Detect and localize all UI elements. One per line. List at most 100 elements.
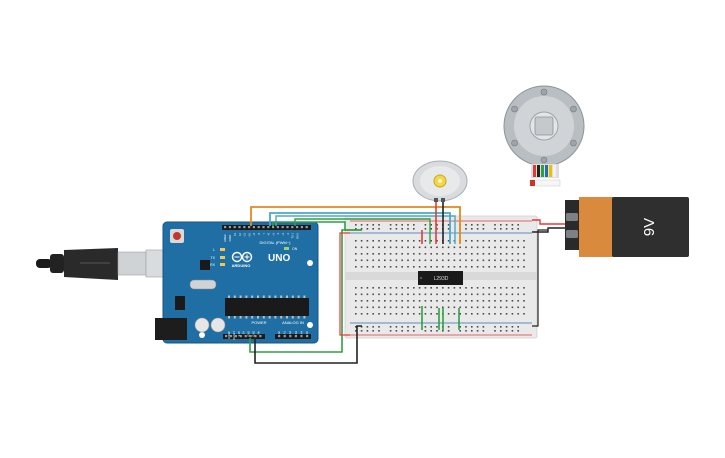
breadboard-hole[interactable] bbox=[366, 313, 369, 315]
digital-pin[interactable] bbox=[233, 226, 236, 229]
breadboard-hole[interactable] bbox=[360, 287, 363, 289]
rail-hole[interactable] bbox=[424, 228, 427, 230]
breadboard-hole[interactable] bbox=[476, 266, 479, 268]
rail-hole[interactable] bbox=[476, 224, 479, 226]
breadboard-hole[interactable] bbox=[401, 259, 403, 262]
rail-hole[interactable] bbox=[482, 330, 485, 332]
breadboard-hole[interactable] bbox=[453, 246, 456, 249]
breadboard-hole[interactable] bbox=[366, 246, 369, 249]
breadboard-hole[interactable] bbox=[465, 240, 467, 242]
breadboard-hole[interactable] bbox=[500, 259, 502, 262]
breadboard-hole[interactable] bbox=[418, 240, 421, 242]
breadboard-hole[interactable] bbox=[389, 240, 392, 242]
breadboard-hole[interactable] bbox=[494, 246, 496, 249]
breadboard-hole[interactable] bbox=[384, 266, 386, 268]
breadboard-hole[interactable] bbox=[366, 259, 369, 262]
breadboard-hole[interactable] bbox=[476, 306, 479, 309]
rail-hole[interactable] bbox=[355, 330, 357, 332]
breadboard-hole[interactable] bbox=[360, 266, 363, 268]
breadboard-hole[interactable] bbox=[413, 313, 415, 315]
breadboard-hole[interactable] bbox=[372, 240, 374, 242]
digital-pin[interactable] bbox=[291, 226, 294, 229]
breadboard-hole[interactable] bbox=[523, 300, 525, 302]
digital-pin[interactable] bbox=[300, 226, 303, 229]
breadboard-hole[interactable] bbox=[442, 306, 444, 309]
rail-hole[interactable] bbox=[500, 224, 502, 226]
breadboard-hole[interactable] bbox=[401, 240, 403, 242]
rail-hole[interactable] bbox=[500, 326, 502, 328]
breadboard-hole[interactable] bbox=[407, 306, 409, 309]
breadboard-hole[interactable] bbox=[459, 246, 461, 249]
rail-hole[interactable] bbox=[413, 330, 415, 332]
breadboard-hole[interactable] bbox=[459, 293, 461, 296]
breadboard-hole[interactable] bbox=[442, 246, 444, 249]
breadboard-hole[interactable] bbox=[378, 246, 380, 249]
breadboard-hole[interactable] bbox=[418, 306, 421, 309]
breadboard-hole[interactable] bbox=[378, 306, 380, 309]
breadboard-hole[interactable] bbox=[418, 246, 421, 249]
breadboard-hole[interactable] bbox=[372, 293, 374, 296]
breadboard-hole[interactable] bbox=[366, 306, 369, 309]
breadboard-hole[interactable] bbox=[413, 253, 415, 255]
breadboard-hole[interactable] bbox=[372, 259, 374, 262]
rail-hole[interactable] bbox=[366, 228, 369, 230]
rail-hole[interactable] bbox=[389, 326, 392, 328]
breadboard-hole[interactable] bbox=[407, 259, 409, 262]
breadboard-hole[interactable] bbox=[355, 259, 357, 262]
breadboard-hole[interactable] bbox=[395, 240, 398, 242]
rail-hole[interactable] bbox=[517, 228, 519, 230]
breadboard-hole[interactable] bbox=[378, 266, 380, 268]
rail-hole[interactable] bbox=[494, 326, 496, 328]
breadboard-hole[interactable] bbox=[436, 300, 438, 302]
breadboard-hole[interactable] bbox=[436, 259, 438, 262]
analog-header[interactable] bbox=[275, 334, 311, 339]
rail-hole[interactable] bbox=[413, 326, 415, 328]
breadboard-hole[interactable] bbox=[430, 313, 432, 315]
breadboard-hole[interactable] bbox=[517, 306, 519, 309]
breadboard-hole[interactable] bbox=[424, 306, 427, 309]
breadboard-hole[interactable] bbox=[355, 313, 357, 315]
breadboard-hole[interactable] bbox=[378, 313, 380, 315]
breadboard-hole[interactable] bbox=[471, 266, 473, 268]
breadboard-hole[interactable] bbox=[384, 300, 386, 302]
rail-hole[interactable] bbox=[372, 330, 374, 332]
breadboard-hole[interactable] bbox=[395, 266, 398, 268]
rail-hole[interactable] bbox=[471, 326, 473, 328]
rail-hole[interactable] bbox=[471, 224, 473, 226]
breadboard-hole[interactable] bbox=[413, 293, 415, 296]
breadboard-hole[interactable] bbox=[447, 240, 450, 242]
breadboard-hole[interactable] bbox=[511, 259, 514, 262]
breadboard-hole[interactable] bbox=[436, 240, 438, 242]
rail-hole[interactable] bbox=[378, 228, 380, 230]
breadboard-hole[interactable] bbox=[476, 246, 479, 249]
breadboard-hole[interactable] bbox=[523, 313, 525, 315]
breadboard-hole[interactable] bbox=[378, 287, 380, 289]
breadboard-hole[interactable] bbox=[500, 240, 502, 242]
breadboard-hole[interactable] bbox=[360, 259, 363, 262]
breadboard-hole[interactable] bbox=[459, 259, 461, 262]
breadboard-hole[interactable] bbox=[395, 287, 398, 289]
breadboard-hole[interactable] bbox=[511, 253, 514, 255]
breadboard-hole[interactable] bbox=[395, 306, 398, 309]
breadboard-hole[interactable] bbox=[500, 266, 502, 268]
rail-hole[interactable] bbox=[360, 224, 363, 226]
rail-hole[interactable] bbox=[447, 326, 450, 328]
rail-hole[interactable] bbox=[494, 224, 496, 226]
rail-hole[interactable] bbox=[395, 224, 398, 226]
breadboard-hole[interactable] bbox=[407, 300, 409, 302]
breadboard-hole[interactable] bbox=[517, 240, 519, 242]
breadboard-hole[interactable] bbox=[436, 266, 438, 268]
breadboard-hole[interactable] bbox=[494, 240, 496, 242]
breadboard-hole[interactable] bbox=[401, 313, 403, 315]
rail-hole[interactable] bbox=[401, 330, 403, 332]
breadboard-hole[interactable] bbox=[476, 259, 479, 262]
rail-hole[interactable] bbox=[366, 326, 369, 328]
rail-hole[interactable] bbox=[413, 228, 415, 230]
breadboard-hole[interactable] bbox=[476, 293, 479, 296]
breadboard-hole[interactable] bbox=[360, 253, 363, 255]
breadboard-hole[interactable] bbox=[453, 287, 456, 289]
breadboard-hole[interactable] bbox=[436, 313, 438, 315]
breadboard-hole[interactable] bbox=[471, 287, 473, 289]
power-pin[interactable] bbox=[254, 335, 257, 338]
rail-hole[interactable] bbox=[401, 228, 403, 230]
